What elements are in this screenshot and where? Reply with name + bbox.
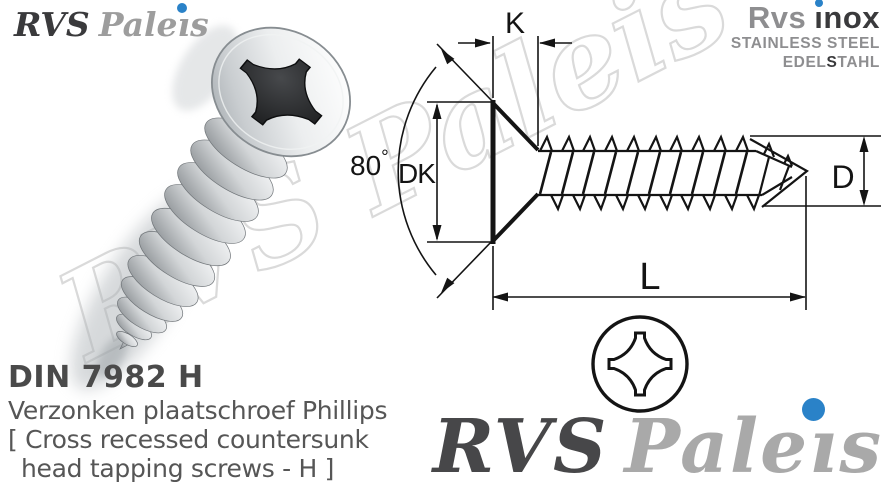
angle-80: 80° — [350, 43, 494, 299]
dimension-k: K — [458, 7, 572, 146]
logo-inox: ınox — [814, 0, 880, 35]
dimension-dk: DK — [398, 101, 491, 243]
phillips-recess-symbol — [591, 315, 689, 413]
head-bevel — [218, 33, 344, 151]
label-k: K — [505, 7, 525, 40]
label-dk: DK — [398, 158, 436, 189]
blue-dot — [176, 3, 187, 13]
product-description: DIN 7982 H Verzonken plaatschroef Philli… — [8, 360, 387, 483]
technical-drawing: K 80° DK D — [350, 7, 881, 413]
din-code: DIN 7982 H — [8, 360, 204, 395]
logo-rvs-gray: Rvs — [747, 0, 807, 35]
blue-dot — [802, 398, 826, 421]
dimension-d: D — [750, 135, 881, 207]
blue-dot — [815, 0, 824, 7]
logo-paleis-text: Paleıs — [624, 398, 883, 486]
thread-coils — [116, 95, 302, 350]
head-shadow — [172, 25, 238, 111]
label-80: 80° — [350, 147, 389, 181]
tip-shadow — [96, 334, 128, 378]
description-en-2: head tapping screws - H ] — [21, 454, 335, 483]
label-d: D — [831, 159, 854, 195]
edelstahl-label: EDELSTAHL — [782, 53, 880, 71]
label-l: L — [639, 256, 660, 298]
drawn-head — [490, 100, 540, 244]
description-en-1: [ Cross recessed countersunk — [8, 425, 369, 454]
screw-photo — [71, 25, 351, 390]
description-nl: Verzonken plaatschroef Phillips — [8, 396, 388, 425]
phillips-recess-photo — [239, 58, 323, 126]
drawn-threads — [538, 134, 809, 212]
stainless-steel-label: STAINLESS STEEL — [730, 35, 880, 52]
dimension-l: L — [492, 176, 807, 310]
logo-rvs-text: RVS — [14, 5, 90, 44]
logo-paleis-text: Paleıs — [98, 3, 209, 44]
logo-rvs-text: RVS — [432, 404, 609, 486]
